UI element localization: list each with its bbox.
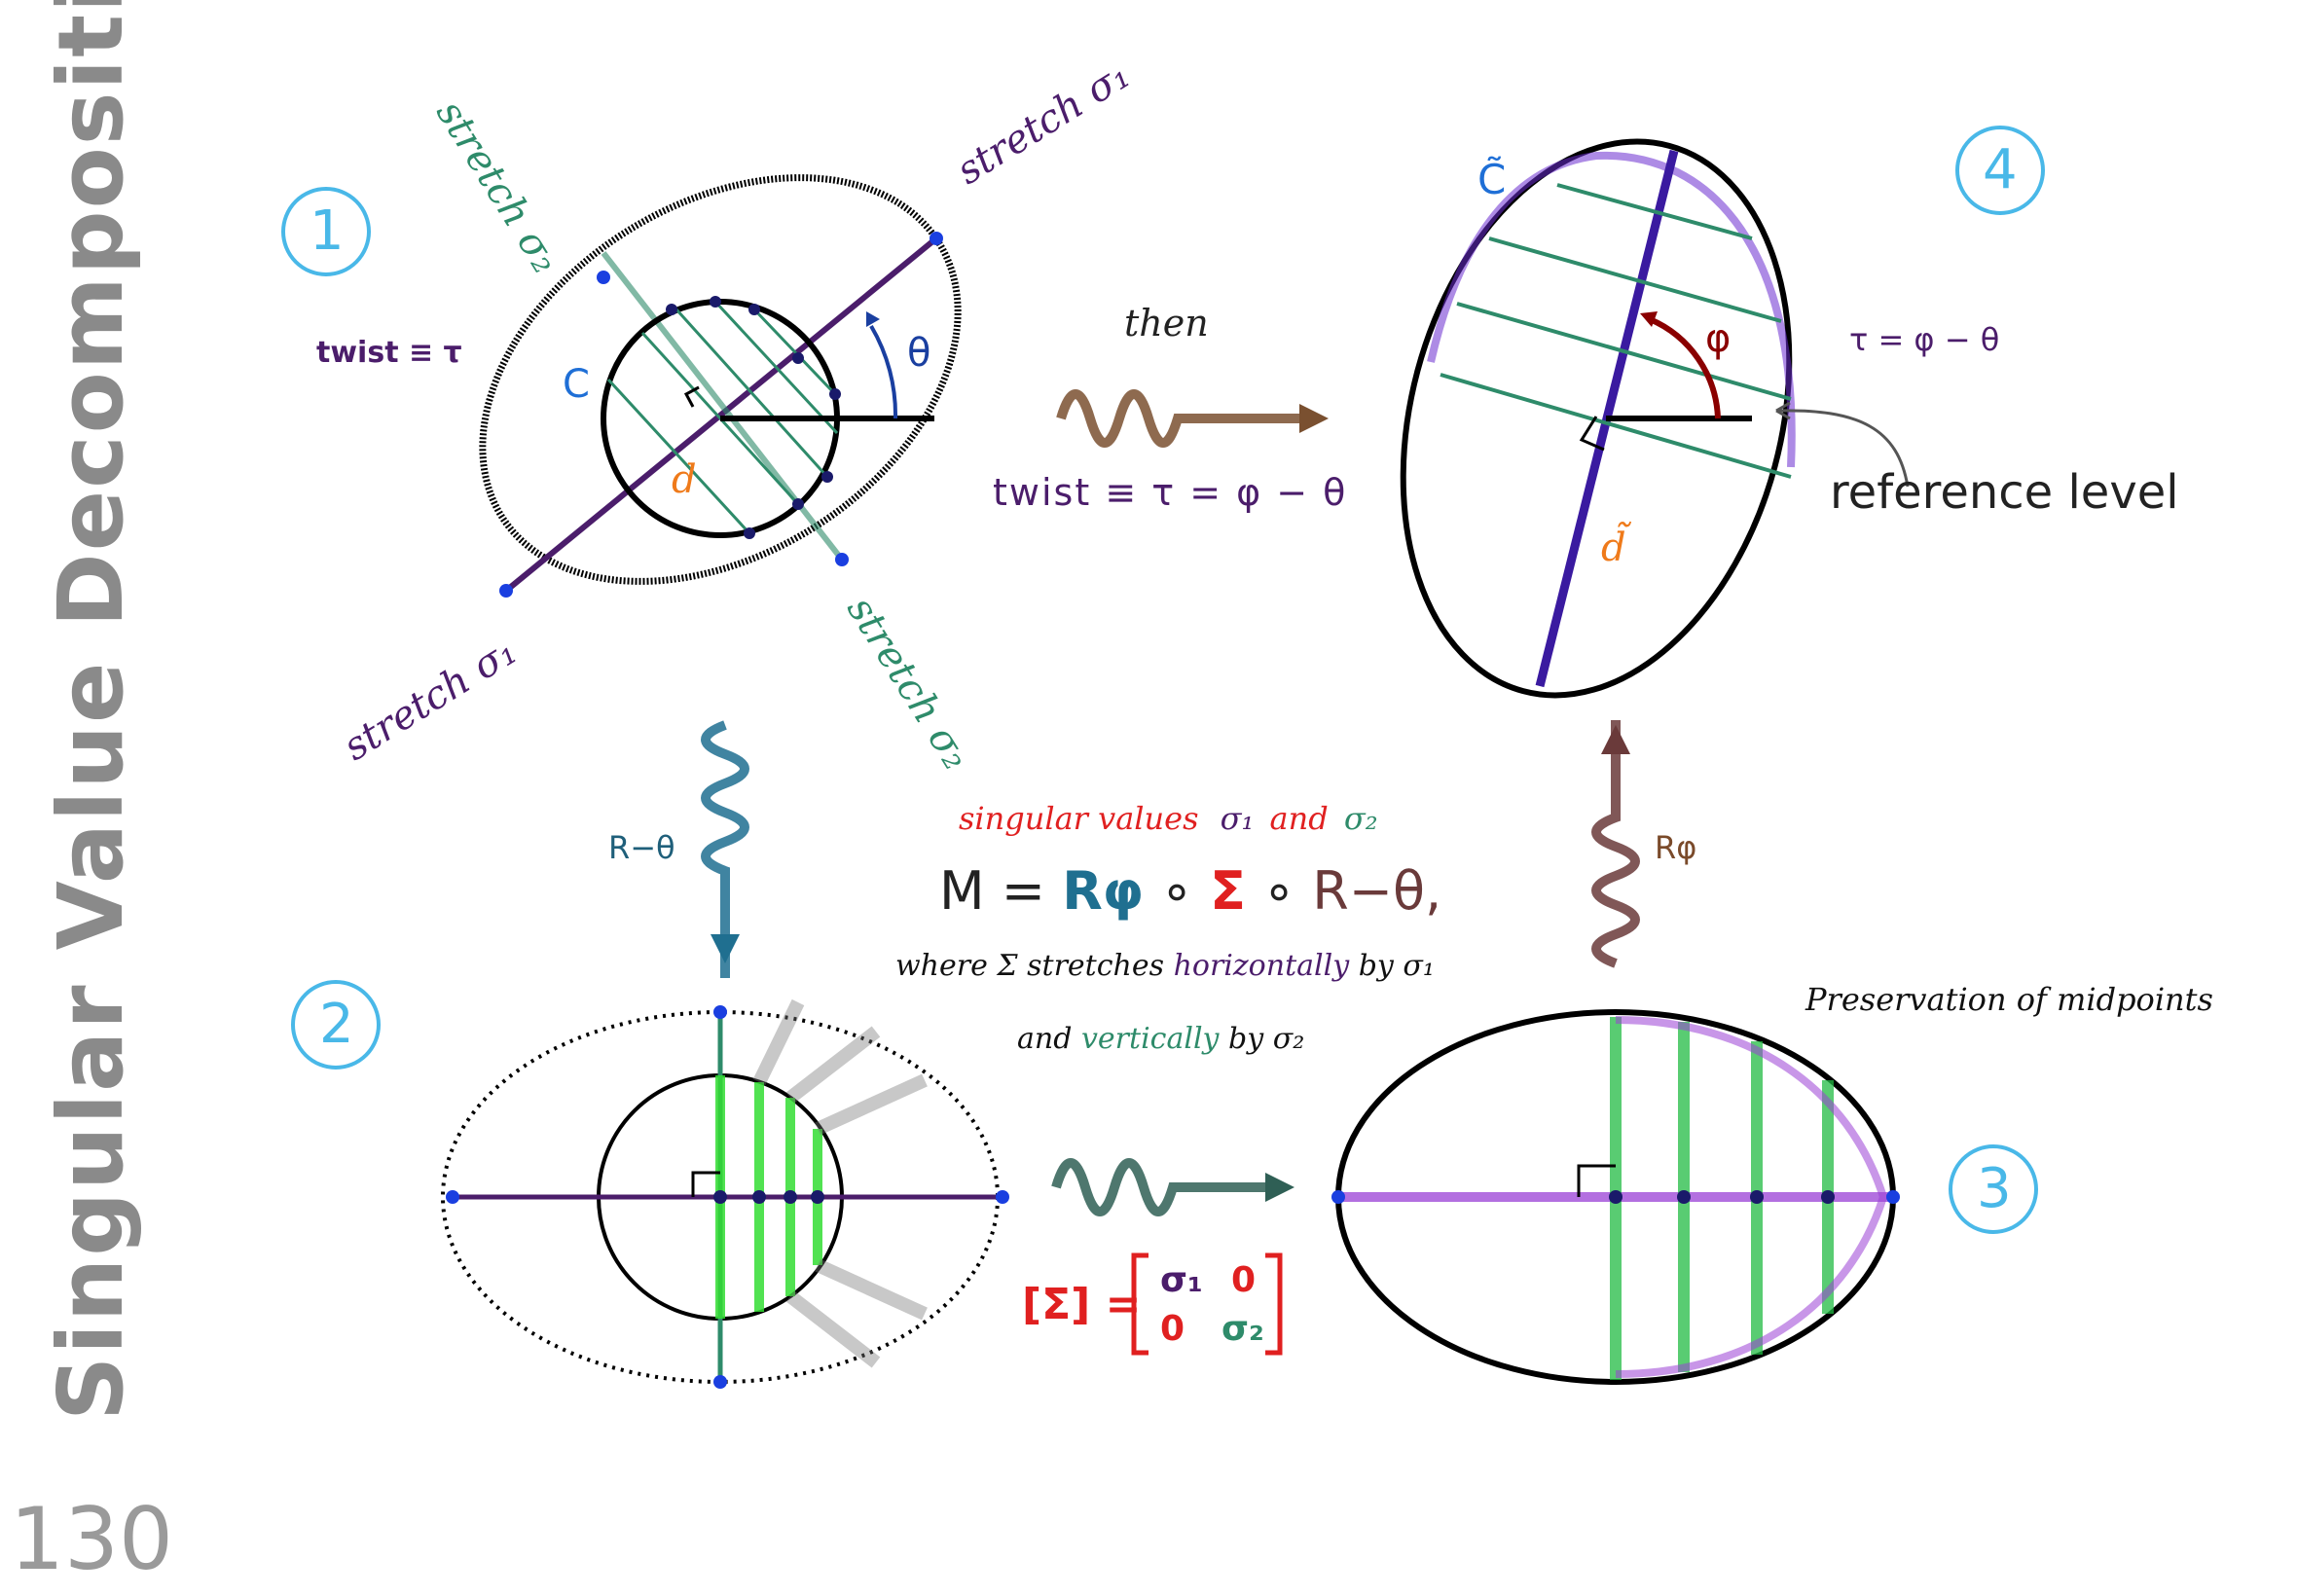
matrix-m12: 0 bbox=[1231, 1260, 1257, 1300]
r-phi-label: Rφ bbox=[1655, 829, 1697, 866]
matrix-m22: σ₂ bbox=[1221, 1309, 1264, 1349]
chords-4 bbox=[1440, 183, 1792, 479]
circle-c-label: C bbox=[563, 362, 590, 407]
phi-arc bbox=[1648, 316, 1721, 419]
step-3: 3 bbox=[1977, 1157, 2012, 1220]
singular-values-text: singular values bbox=[959, 800, 1199, 837]
theta-label: θ bbox=[907, 331, 931, 376]
vertically-line: and vertically by σ₂ bbox=[1017, 1022, 1304, 1056]
axis-sigma1 bbox=[504, 236, 938, 594]
d-tilde-label: d̃ bbox=[1601, 526, 1626, 570]
formula-compose-2: ∘ bbox=[1262, 860, 1296, 922]
right-angle-1 bbox=[683, 385, 700, 408]
horizontally-text: horizontally bbox=[1173, 949, 1350, 983]
arrow-r-minus-theta bbox=[701, 720, 749, 978]
formula-r-phi: Rφ bbox=[1062, 860, 1145, 922]
preservation-caption: Preservation of midpoints bbox=[1805, 981, 2213, 1018]
step-4: 4 bbox=[1983, 138, 2018, 201]
points-2 bbox=[446, 1005, 1009, 1389]
where-line: where Σ stretches horizontally by σ₁ bbox=[895, 949, 1435, 983]
panel-4 bbox=[1400, 138, 1910, 699]
step-circles bbox=[281, 126, 2045, 1234]
points-3 bbox=[1331, 1190, 1900, 1204]
step-1: 1 bbox=[310, 200, 345, 263]
panel-3 bbox=[1331, 1009, 1900, 1385]
and-text: and bbox=[1269, 800, 1329, 837]
twist-def: twist ≡ τ bbox=[316, 336, 462, 370]
and-word: and bbox=[1017, 1022, 1073, 1056]
page-title: Singular Value Decomposition bbox=[39, 0, 143, 1421]
by-sigma2-text: by σ₂ bbox=[1228, 1022, 1305, 1056]
ellipse-c-tilde bbox=[1400, 138, 1793, 699]
sigma2-text: σ₂ bbox=[1343, 800, 1378, 837]
sigma1-text: σ₁ bbox=[1220, 800, 1255, 837]
panel-1 bbox=[479, 174, 962, 598]
vertically-text: vertically bbox=[1080, 1022, 1220, 1056]
theta-arc bbox=[869, 324, 898, 419]
arrow-r-phi bbox=[1591, 720, 1640, 968]
matrix-lhs: [Σ] = bbox=[1022, 1280, 1142, 1329]
arrow-sigma bbox=[1051, 1158, 1294, 1216]
phi-label: φ bbox=[1705, 316, 1732, 361]
formula-r-minus-theta: R−θ, bbox=[1312, 860, 1442, 922]
arrow-then bbox=[1056, 389, 1329, 448]
diameter-d-label: d bbox=[672, 457, 697, 502]
where-text: where Σ stretches bbox=[895, 949, 1165, 983]
reference-level-label: reference level bbox=[1830, 465, 2179, 520]
axis-sigma2 bbox=[601, 251, 845, 562]
matrix-m11: σ₁ bbox=[1160, 1260, 1203, 1300]
r-minus-theta-label: R−θ bbox=[608, 829, 675, 866]
svd-formula: M = Rφ ∘ Σ ∘ R−θ, bbox=[939, 860, 1441, 922]
matrix-brackets bbox=[1131, 1252, 1283, 1356]
page-number: 130 bbox=[10, 1489, 173, 1589]
formula-compose-1: ∘ bbox=[1160, 860, 1193, 922]
formula-m: M bbox=[939, 860, 985, 922]
c-tilde-label: C̃ bbox=[1477, 156, 1507, 203]
twist-formula: twist ≡ τ = φ − θ bbox=[993, 471, 1348, 514]
points-1 bbox=[499, 232, 943, 598]
panel-2 bbox=[441, 998, 1009, 1389]
formula-sigma: Σ bbox=[1210, 860, 1247, 922]
tau-formula: τ = φ − θ bbox=[1849, 321, 2000, 358]
right-angle-4 bbox=[1579, 416, 1605, 452]
singular-values-line: singular values σ₁ and σ₂ bbox=[959, 800, 1378, 837]
matrix-m21: 0 bbox=[1160, 1309, 1185, 1349]
stretch-arrows-2 bbox=[752, 998, 928, 1368]
reference-pointer bbox=[1775, 409, 1910, 488]
step-2: 2 bbox=[319, 993, 354, 1056]
formula-eq: = bbox=[1001, 860, 1046, 922]
by-sigma1-text: by σ₁ bbox=[1358, 949, 1435, 983]
then-label: then bbox=[1124, 302, 1209, 345]
